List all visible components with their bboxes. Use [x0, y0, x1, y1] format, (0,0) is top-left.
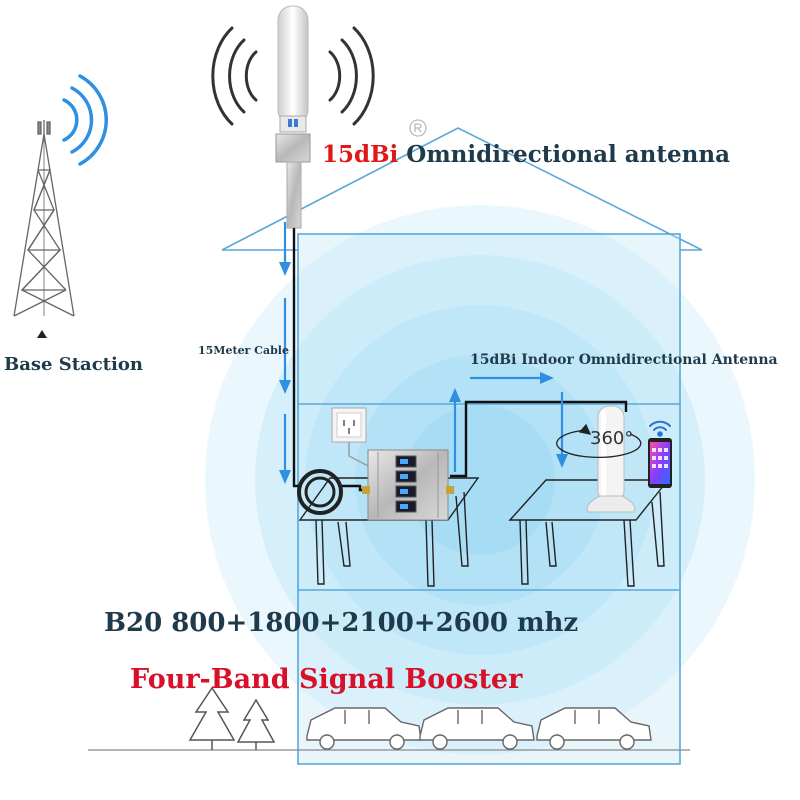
frequency-bands-label: B20 800+1800+2100+2600 mhz: [104, 608, 578, 638]
band-module: [396, 471, 416, 482]
product-title: Four-Band Signal Booster: [130, 664, 522, 695]
outdoor-antenna-name: Omnidirectional antenna: [406, 141, 730, 168]
registered-mark-icon: [410, 120, 426, 136]
band-module: [396, 486, 416, 497]
base-station-label: Base Staction: [4, 354, 143, 375]
signal-booster-icon: [362, 450, 454, 520]
cable-label: 15Meter Cable: [198, 344, 289, 357]
omni-antenna-icon: [276, 6, 310, 228]
tree-icon: [190, 688, 274, 750]
tower-signal-waves: [64, 76, 106, 164]
band-module: [396, 456, 416, 467]
indoor-antenna-label: 15dBi Indoor Omnidirectional Antenna: [470, 352, 778, 368]
band-module: [396, 501, 416, 512]
power-socket-icon: [332, 408, 366, 442]
base-station-pointer: [37, 330, 47, 338]
rotation-label: 360°: [590, 428, 633, 449]
cell-tower-icon: [14, 120, 74, 316]
outdoor-antenna-label: 15dBi Omnidirectional antenna: [322, 141, 730, 168]
smartphone-icon: [648, 438, 672, 488]
outdoor-antenna-gain: 15dBi: [322, 141, 398, 168]
